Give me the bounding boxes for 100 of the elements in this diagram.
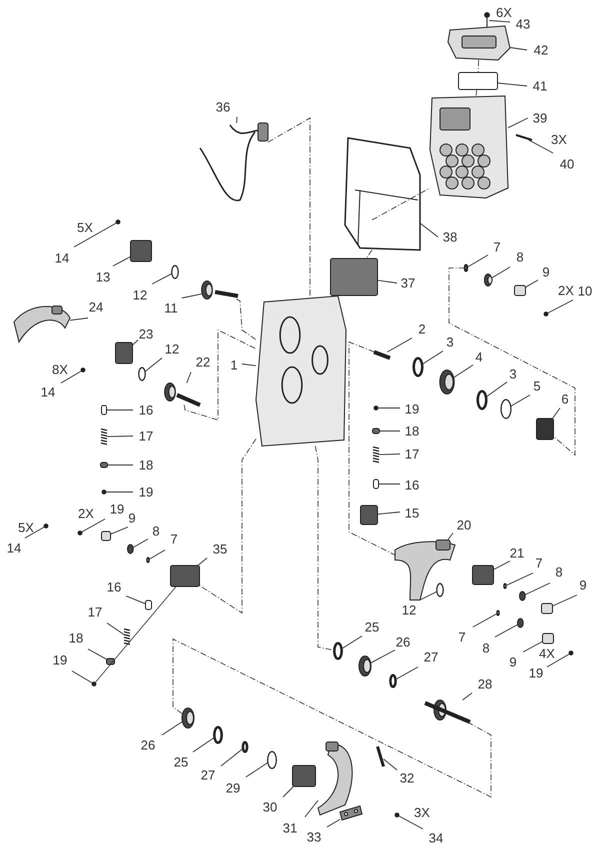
- spring-drawing: [372, 446, 380, 464]
- sleeve-drawing: [101, 405, 107, 415]
- callout-number: 26: [140, 738, 156, 752]
- o-ring-drawing: [138, 367, 146, 381]
- callout-number: 9: [542, 266, 550, 278]
- gasket-drawing: [458, 72, 498, 90]
- leader-line: [304, 800, 318, 818]
- leader-line: [420, 591, 438, 600]
- leader-line: [486, 382, 508, 398]
- leader-line: [370, 650, 396, 664]
- leader-line: [148, 550, 166, 560]
- plate-drawing: [542, 633, 554, 644]
- housing-drawing: [430, 95, 509, 198]
- wiring-harness-drawing: [199, 122, 268, 202]
- callout-number: 33: [306, 830, 322, 844]
- callout-number: 37: [400, 276, 416, 290]
- leader-line: [88, 648, 107, 660]
- leader-line: [420, 222, 438, 238]
- callout-number: 16: [106, 580, 122, 594]
- gear-drawing: [127, 544, 134, 554]
- bracket-drawing: [339, 805, 363, 821]
- gear-drawing: [484, 274, 493, 286]
- leader-line: [528, 140, 554, 154]
- quantity-label: 2X: [558, 284, 574, 296]
- callout-number: 3: [509, 368, 517, 380]
- ring-drawing: [496, 610, 500, 616]
- plate-drawing: [256, 295, 346, 447]
- bracket-drawing: [472, 565, 494, 585]
- callout-number: 15: [404, 506, 420, 520]
- leader-line: [395, 666, 418, 680]
- callout-number: 21: [510, 546, 524, 560]
- leader-line: [246, 762, 268, 778]
- shaft-drawing: [164, 382, 201, 407]
- callout-number: 5: [533, 380, 541, 392]
- callout-number: 9: [128, 512, 136, 524]
- gear-drawing: [358, 656, 372, 676]
- assembly-line: [448, 268, 576, 456]
- callout-number: 8: [555, 566, 563, 578]
- callout-number: 38: [442, 230, 458, 244]
- leader-line: [132, 538, 148, 548]
- leader-line: [379, 430, 400, 432]
- quantity-label: 6X: [496, 6, 512, 18]
- leader-line: [552, 594, 578, 606]
- callout-number: 27: [200, 768, 216, 782]
- shift-fork-drawing: [318, 742, 353, 816]
- o-ring-drawing: [500, 399, 512, 419]
- callout-number: 4: [475, 350, 483, 364]
- callout-number: 17: [404, 448, 420, 460]
- leader-line: [106, 436, 134, 438]
- callout-number: 35: [212, 542, 228, 556]
- callout-number: 6: [561, 392, 569, 406]
- shaft-drawing: [424, 700, 471, 724]
- callout-number: 40: [560, 158, 574, 170]
- leader-line: [493, 560, 510, 570]
- callout-number: 1: [230, 358, 238, 372]
- plate-drawing: [101, 531, 111, 541]
- quantity-label: 4X: [539, 646, 555, 660]
- leader-line: [110, 526, 128, 535]
- bracket-drawing: [170, 565, 200, 587]
- callout-number: 19: [110, 502, 124, 516]
- callout-number: 7: [170, 532, 178, 546]
- shift-fork-drawing: [394, 540, 456, 600]
- leader-line: [552, 408, 560, 419]
- callout-number: 13: [96, 270, 110, 284]
- sleeve-drawing: [145, 600, 152, 610]
- bracket-drawing: [292, 765, 316, 787]
- assembly-line: [476, 89, 478, 96]
- callout-number: 28: [478, 678, 492, 690]
- bolt-drawing: [516, 134, 532, 141]
- clip-drawing: [100, 462, 108, 468]
- leader-line: [60, 370, 82, 384]
- leader-line: [454, 364, 474, 378]
- callout-number: 31: [282, 822, 298, 834]
- ring-drawing: [146, 557, 150, 563]
- callout-number: 36: [216, 100, 230, 114]
- leader-line: [383, 758, 398, 770]
- assembly-line: [236, 298, 256, 340]
- quantity-label: 8X: [52, 362, 68, 376]
- o-ring-drawing: [436, 583, 444, 597]
- leader-line: [510, 394, 530, 407]
- leader-line: [326, 818, 340, 828]
- leader-line: [377, 280, 398, 284]
- leader-line: [488, 20, 510, 22]
- ring-drawing: [412, 357, 424, 377]
- callout-number: 19: [528, 666, 544, 680]
- callout-number: 25: [174, 756, 188, 768]
- bolt-drawing: [116, 220, 120, 224]
- spring-drawing: [124, 628, 130, 646]
- callout-number: 23: [138, 328, 154, 340]
- callout-number: 27: [424, 650, 438, 664]
- o-ring-drawing: [267, 751, 277, 769]
- leader-line: [126, 596, 146, 604]
- quantity-label: 3X: [551, 132, 567, 146]
- leader-line: [197, 558, 208, 566]
- leader-line: [132, 340, 138, 346]
- leader-line: [472, 613, 498, 628]
- leader-line: [447, 532, 454, 540]
- sleeve-drawing: [373, 479, 379, 489]
- ring-drawing: [503, 583, 507, 589]
- quantity-label: 2X: [78, 506, 94, 520]
